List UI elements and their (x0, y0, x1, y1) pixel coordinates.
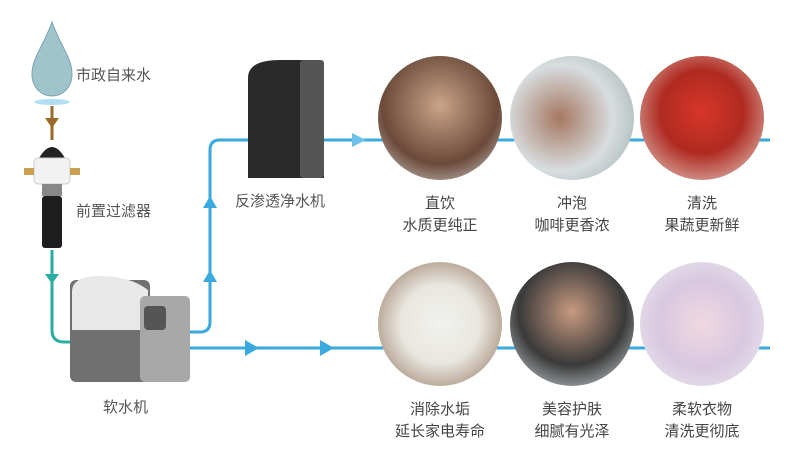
photo-face-wash (510, 262, 634, 386)
ro-purifier-label: 反渗透净水机 (235, 192, 326, 210)
use-appliance-caption: 消除水垢延长家电寿命 (370, 398, 510, 442)
use-drinking-caption: 直饮水质更纯正 (370, 192, 510, 236)
use-skin-caption: 美容护肤细腻有光泽 (502, 398, 642, 442)
caption-title: 消除水垢 (409, 400, 470, 418)
inlet-pipe (50, 250, 72, 344)
tap-water-label: 市政自来水 (76, 66, 152, 84)
caption-desc: 咖啡更香浓 (534, 216, 610, 234)
caption-title: 清洗 (686, 194, 717, 212)
arrow-up-icon (203, 270, 217, 282)
use-vegetables-caption: 清洗果蔬更新鲜 (632, 192, 772, 236)
caption-desc: 清洗更彻底 (664, 422, 740, 440)
photo-clothes (640, 262, 764, 386)
arrow-right-icon (352, 133, 366, 147)
caption-title: 直饮 (424, 194, 455, 212)
arrow-down-icon (45, 274, 59, 284)
use-coffee-caption: 冲泡咖啡更香浓 (502, 192, 642, 236)
arrow-right-icon (245, 340, 259, 356)
arrow-down-icon (45, 118, 59, 128)
photo-appliance (378, 262, 502, 386)
use-clothes-caption: 柔软衣物清洗更彻底 (632, 398, 772, 442)
caption-title: 美容护肤 (541, 400, 602, 418)
caption-desc: 延长家电寿命 (394, 422, 485, 440)
caption-title: 柔软衣物 (671, 400, 732, 418)
caption-desc: 细腻有光泽 (534, 422, 610, 440)
caption-desc: 水质更纯正 (402, 216, 478, 234)
photo-drinking (378, 56, 502, 180)
photo-vegetables (640, 56, 764, 180)
water-drop-icon (31, 20, 73, 105)
pre-filter-label: 前置过滤器 (76, 202, 152, 220)
ro-purifier-device (248, 60, 324, 178)
ro-pipe (190, 138, 250, 334)
caption-desc: 果蔬更新鲜 (664, 216, 740, 234)
photo-coffee (510, 56, 634, 180)
softener-label: 软水机 (103, 398, 149, 416)
caption-title: 冲泡 (556, 194, 587, 212)
arrow-right-icon (320, 340, 334, 356)
softener-device (70, 276, 190, 382)
arrow-up-icon (203, 196, 217, 208)
pre-filter-device (24, 147, 80, 248)
